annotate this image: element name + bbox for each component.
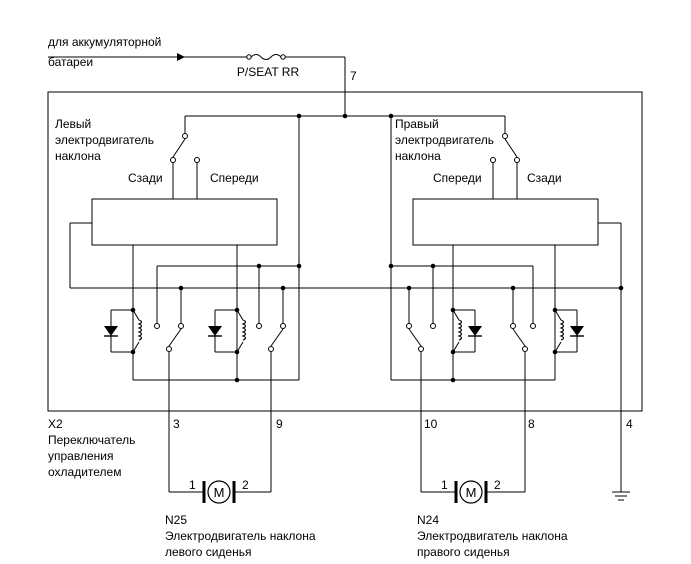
right-switch-line2: электродвигатель <box>395 133 494 147</box>
relay-coil-icon <box>458 319 463 341</box>
right-motor-symbol: M <box>466 485 477 500</box>
left-switch-line2: электродвигатель <box>55 133 154 147</box>
relay-coil-icon <box>138 319 143 341</box>
right-switch-rear: Сзади <box>527 171 562 185</box>
right-switch-line3: наклона <box>395 149 441 163</box>
diode-icon <box>467 325 483 337</box>
terminal-10: 10 <box>424 417 438 431</box>
module-id: X2 <box>48 417 63 431</box>
right-switch-front: Спереди <box>433 171 482 185</box>
left-motor-pin2: 2 <box>242 478 249 492</box>
right-motor-pin2: 2 <box>494 478 501 492</box>
left-motor-line2: левого сиденья <box>165 545 251 559</box>
fuse-symbol <box>250 54 282 60</box>
left-switch-front: Спереди <box>210 171 259 185</box>
left-switch-line3: наклона <box>55 149 101 163</box>
module-line3: охладителем <box>48 465 121 479</box>
junction-dots <box>130 113 624 383</box>
battery-arrow-icon <box>177 53 185 61</box>
module-line2: управления <box>48 449 113 463</box>
right-motor-pin1: 1 <box>441 478 448 492</box>
right-motor-line1: Электродвигатель наклона <box>417 529 568 543</box>
left-motor-icon: M <box>202 480 236 504</box>
diode-icon <box>103 325 119 337</box>
fuse-label: P/SEAT RR <box>237 65 300 79</box>
terminal-7: 7 <box>350 69 357 83</box>
right-control-block <box>412 198 599 246</box>
terminal-8: 8 <box>528 417 535 431</box>
right-switch-line1: Правый <box>395 117 439 131</box>
left-motor-symbol: M <box>214 485 225 500</box>
terminal-9: 9 <box>276 417 283 431</box>
diode-icon <box>569 325 585 337</box>
right-motor-id: N24 <box>417 513 439 527</box>
module-line1: Переключатель <box>48 433 135 447</box>
relay-coil-icon <box>560 319 565 341</box>
terminal-3: 3 <box>173 417 180 431</box>
terminal-4: 4 <box>626 417 633 431</box>
left-motor-pin1: 1 <box>189 478 196 492</box>
left-switch-line1: Левый <box>55 117 91 131</box>
left-motor-line1: Электродвигатель наклона <box>165 529 316 543</box>
relay-coil-icon <box>242 319 247 341</box>
left-control-block <box>91 198 278 246</box>
right-motor-line2: правого сиденья <box>417 545 510 559</box>
right-motor-icon: M <box>454 480 488 504</box>
battery-label-line1: для аккумуляторной <box>48 35 161 49</box>
battery-label-line2: батареи <box>48 55 93 69</box>
left-switch-rear: Сзади <box>128 171 163 185</box>
diode-icon <box>207 325 223 337</box>
left-motor-id: N25 <box>165 513 187 527</box>
